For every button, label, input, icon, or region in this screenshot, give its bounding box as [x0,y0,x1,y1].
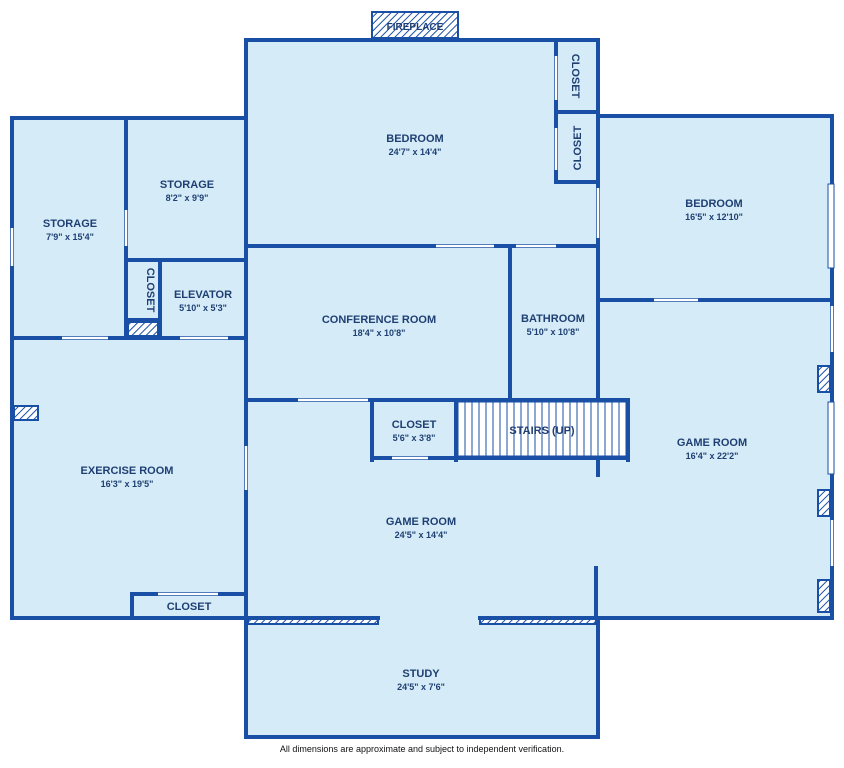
room-name: GAME ROOM [386,516,456,528]
stairs-label: STAIRS (UP) [509,425,575,437]
exterior-windows [827,183,835,475]
room-name: BEDROOM [386,133,443,145]
room-dimensions: 5'6" x 3'8" [393,433,436,443]
room-dimensions: 18'4" x 10'8" [353,328,406,338]
room-closet-small: CLOSET [144,268,156,313]
room-dimensions: 16'3" x 19'5" [101,479,154,489]
room-name: CONFERENCE ROOM [322,314,436,326]
room-dimensions: 8'2" x 9'9" [166,193,209,203]
room-exercise: EXERCISE ROOM 16'3" x 19'5" [81,465,174,489]
openings [10,56,834,596]
room-elevator: ELEVATOR 5'10" x 5'3" [174,289,232,313]
fireplace-label: FIREPLACE [387,22,444,33]
room-name: GAME ROOM [677,437,747,449]
disclaimer-text: All dimensions are approximate and subje… [279,744,565,754]
room-storage-left: STORAGE 7'9" x 15'4" [43,218,97,242]
floor-plan: FIREPLACE BEDROOM 24'7" x 14'4" CLOSET C… [10,11,835,739]
hatch-chase-right-2 [817,489,831,517]
room-game-room-center: GAME ROOM 24'5" x 14'4" [386,516,456,540]
room-dimensions: 16'4" x 22'2" [686,451,739,461]
room-name: STUDY [402,668,440,680]
room-name: STORAGE [43,218,97,230]
room-closet-bottom: CLOSET [167,601,212,613]
stairs [457,401,627,457]
hatch-study-right [479,618,597,625]
room-conference: CONFERENCE ROOM 18'4" x 10'8" [322,314,436,338]
room-bathroom: BATHROOM 5'10" x 10'8" [521,313,585,337]
room-dimensions: 16'5" x 12'10" [685,212,743,222]
room-dimensions: 5'10" x 5'3" [179,303,227,313]
room-closet-mid: CLOSET 5'6" x 3'8" [392,419,437,443]
hatch-study-left [247,618,379,625]
room-study: STUDY 24'5" x 7'6" [397,668,445,692]
fireplace-hatches [13,11,831,625]
fireplace [371,11,459,39]
hatch-chase-exercise [13,405,39,421]
room-name: CLOSET [392,419,437,431]
room-dimensions: 24'7" x 14'4" [389,147,442,157]
room-dimensions: 5'10" x 10'8" [527,327,580,337]
hatch-chase-elevator [127,321,159,337]
room-dimensions: 7'9" x 15'4" [46,232,94,242]
room-game-room-right: GAME ROOM 16'4" x 22'2" [677,437,747,461]
room-name: STORAGE [160,179,214,191]
room-bedroom-top: BEDROOM 24'7" x 14'4" [386,133,443,157]
room-dimensions: 24'5" x 14'4" [395,530,448,540]
room-name: EXERCISE ROOM [81,465,174,477]
room-closet-top-2: CLOSET [572,125,584,170]
room-name: BEDROOM [685,198,742,210]
hatch-chase-right-3 [817,579,831,613]
room-storage-mid: STORAGE 8'2" x 9'9" [160,179,214,203]
room-dimensions: 24'5" x 7'6" [397,682,445,692]
room-name: BATHROOM [521,313,585,325]
room-name: ELEVATOR [174,289,232,301]
room-bedroom-right: BEDROOM 16'5" x 12'10" [685,198,743,222]
hatch-chase-right-1 [817,365,831,393]
room-closet-top-1: CLOSET [569,54,581,99]
